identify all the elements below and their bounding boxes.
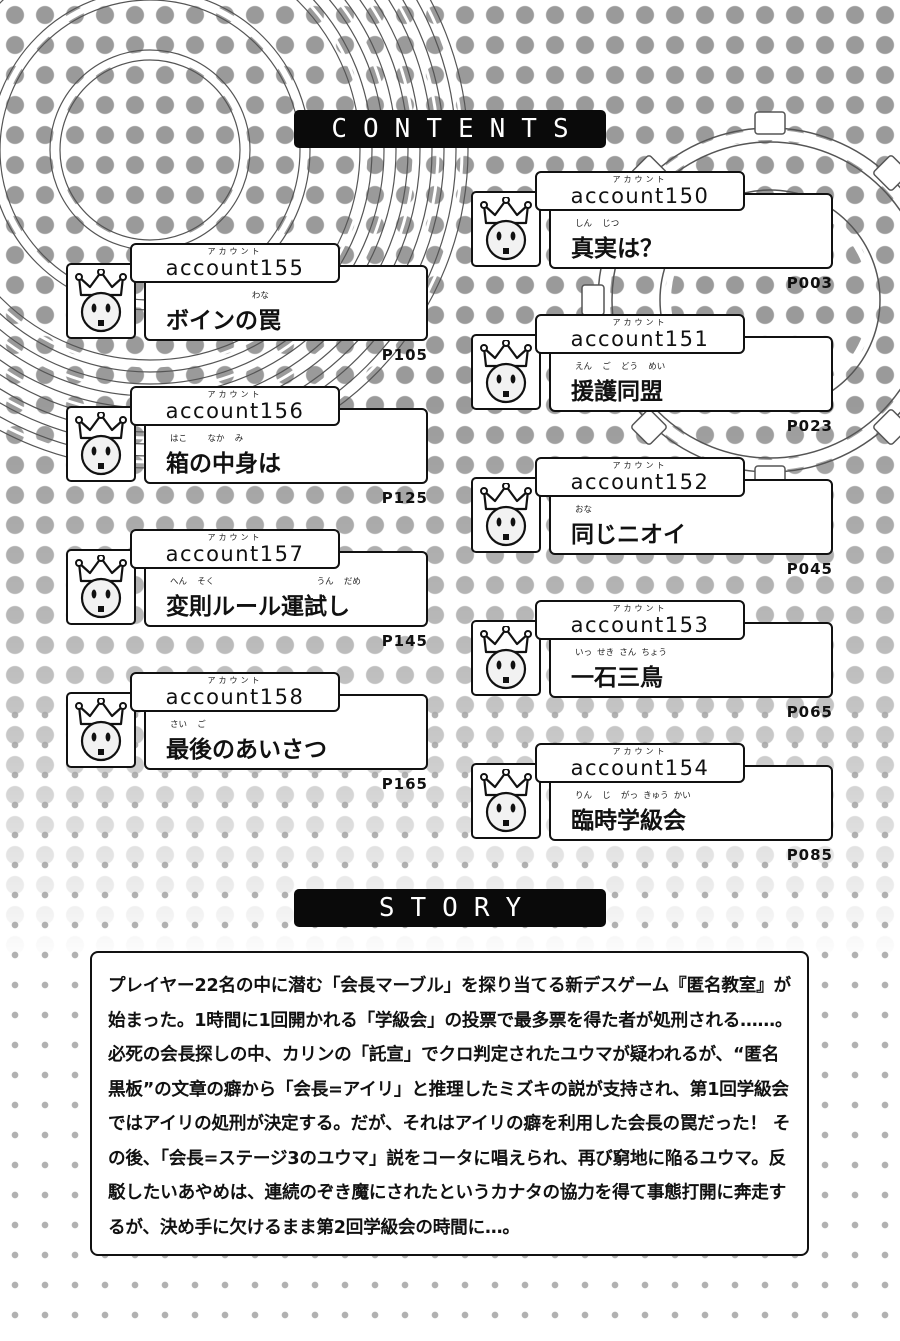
crown-face-icon (471, 477, 541, 553)
account-ruby: アカウント (612, 747, 668, 756)
toc-entry[interactable]: アカウント account150 しん じつ 真実は？ P003 (471, 171, 833, 301)
contents-header: CONTENTS (294, 110, 606, 148)
toc-entry[interactable]: アカウント account153 いっ せき さん ちょう 一石三鳥 P065 (471, 600, 833, 730)
crown-face-icon (66, 406, 136, 482)
title-furigana: さい ご (170, 720, 206, 730)
account-tag: アカウント account157 (130, 529, 340, 569)
toc-entry[interactable]: アカウント account152 おな 同じニオイ P045 (471, 457, 833, 587)
page-number: P045 (786, 560, 833, 578)
title-furigana: えん ご どう めい (575, 362, 666, 372)
account-ruby: アカウント (207, 533, 263, 542)
title-furigana: いっ せき さん ちょう (575, 648, 667, 658)
crown-face-icon (471, 620, 541, 696)
account-tag: アカウント account154 (535, 743, 745, 783)
crown-face-icon (66, 549, 136, 625)
account-tag: アカウント account158 (130, 672, 340, 712)
toc-entry[interactable]: アカウント account151 えん ご どう めい 援護同盟 P023 (471, 314, 833, 444)
account-ruby: アカウント (612, 604, 668, 613)
account-tag: アカウント account152 (535, 457, 745, 497)
chapter-title: 最後のあいさつ (166, 737, 327, 763)
account-ruby: アカウント (207, 676, 263, 685)
crown-face-icon (66, 692, 136, 768)
chapter-title: 変則ルール運試し (166, 594, 350, 620)
account-number: account152 (570, 470, 710, 494)
account-tag: アカウント account150 (535, 171, 745, 211)
account-number: account158 (165, 685, 305, 709)
page-number: P003 (786, 274, 833, 292)
chapter-title: ボインの罠 (166, 308, 281, 334)
chapter-title: 真実は？ (571, 236, 663, 262)
page-number: P085 (786, 846, 833, 864)
page-number: P105 (381, 346, 428, 364)
page-number: P145 (381, 632, 428, 650)
page-number: P165 (381, 775, 428, 793)
title-furigana: しん じつ (575, 219, 620, 229)
account-number: account151 (570, 327, 710, 351)
toc-entry[interactable]: アカウント account158 さい ご 最後のあいさつ P165 (66, 672, 428, 802)
title-furigana: りん じ がっ きゅう かい (575, 791, 691, 801)
toc-entry[interactable]: アカウント account156 はこ なか み 箱の中身は P125 (66, 386, 428, 516)
chapter-title: 臨時学級会 (571, 808, 686, 834)
account-number: account150 (570, 184, 710, 208)
chapter-title: 同じニオイ (571, 522, 686, 548)
account-tag: アカウント account151 (535, 314, 745, 354)
crown-face-icon (66, 263, 136, 339)
toc-entry[interactable]: アカウント account155 わな ボインの罠 P105 (66, 243, 428, 373)
account-number: account153 (570, 613, 710, 637)
account-number: account157 (165, 542, 305, 566)
account-tag: アカウント account153 (535, 600, 745, 640)
story-text: プレイヤー22名の中に潜む「会長マーブル」を探り当てる新デスゲーム『匿名教室』が… (108, 976, 793, 1238)
account-number: account155 (165, 256, 305, 280)
crown-face-icon (471, 763, 541, 839)
account-tag: アカウント account155 (130, 243, 340, 283)
account-tag: アカウント account156 (130, 386, 340, 426)
account-number: account156 (165, 399, 305, 423)
title-furigana: へん そく うん だめ (170, 577, 361, 587)
page-number: P125 (381, 489, 428, 507)
story-header: STORY (294, 889, 606, 927)
title-furigana: はこ なか み (170, 434, 244, 444)
toc-entry[interactable]: アカウント account157 へん そく うん だめ 変則ルール運試し P1… (66, 529, 428, 659)
page-number: P065 (786, 703, 833, 721)
account-number: account154 (570, 756, 710, 780)
title-furigana: わな (170, 291, 269, 301)
chapter-title: 箱の中身は (166, 451, 281, 477)
story-box: プレイヤー22名の中に潜む「会長マーブル」を探り当てる新デスゲーム『匿名教室』が… (90, 951, 809, 1256)
page-number: P023 (786, 417, 833, 435)
chapter-title: 一石三鳥 (571, 665, 663, 691)
crown-face-icon (471, 334, 541, 410)
title-furigana: おな (575, 505, 593, 515)
crown-face-icon (471, 191, 541, 267)
toc-entry[interactable]: アカウント account154 りん じ がっ きゅう かい 臨時学級会 P0… (471, 743, 833, 873)
chapter-title: 援護同盟 (571, 379, 663, 405)
